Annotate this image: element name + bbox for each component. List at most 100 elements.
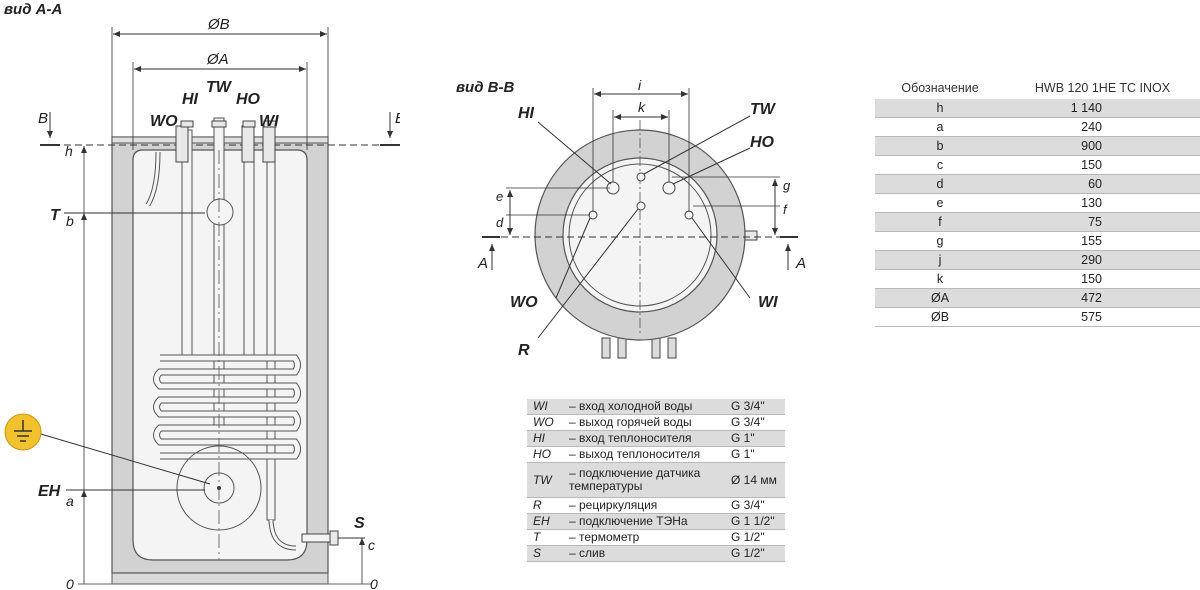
legend-desc: – подключение ТЭНа (569, 513, 727, 530)
dimension-symbol: ØB (875, 307, 1005, 327)
dimensions-table-header: Обозначение HWB 120 1HE TC INOX (875, 77, 1200, 99)
side-view-title: вид A-A (4, 1, 62, 18)
section-label-a-left: A (477, 255, 488, 272)
legend-desc: – вход теплоносителя (569, 430, 727, 447)
dimension-value: 575 (1005, 307, 1200, 327)
dimension-value: 472 (1005, 288, 1200, 308)
pipe-caps (175, 120, 277, 163)
height-label-a: a (66, 493, 74, 509)
legend-desc: – выход теплоносителя (569, 446, 727, 463)
height-label-b: b (66, 213, 74, 229)
legend-desc: – рециркуляция (569, 497, 727, 514)
label-s: S (354, 515, 365, 532)
dim-label-e: e (496, 189, 503, 204)
label-eh: EH (38, 483, 61, 500)
dimension-symbol: d (875, 174, 1005, 194)
label-hi: HI (182, 91, 199, 108)
drain-port-cap (329, 530, 339, 546)
dimension-value: 60 (1005, 174, 1200, 194)
side-view-diagram: вид A-A B B ØB ØA (4, 1, 400, 590)
section-label-b-left: B (38, 110, 48, 127)
dim-label-ob: ØB (207, 16, 230, 33)
label-tw: TW (206, 79, 233, 96)
dimension-value: 900 (1005, 136, 1200, 156)
dimension-symbol: b (875, 136, 1005, 156)
dimension-symbol: h (875, 99, 1005, 118)
legend-size: G 1/2" (727, 545, 785, 562)
legend-size: Ø 14 мм (727, 462, 785, 498)
height-label-zero-left: 0 (66, 576, 74, 590)
dimension-symbol: g (875, 231, 1005, 251)
top-connection-ports (588, 172, 694, 220)
dimension-symbol: f (875, 212, 1005, 232)
label-wo: WO (150, 113, 178, 130)
dimension-symbol: k (875, 269, 1005, 289)
legend-size: G 3/4" (727, 497, 785, 514)
dim-label-k: k (638, 99, 646, 115)
legend-desc: – вход холодной воды (569, 399, 727, 415)
top-label-hi: HI (518, 105, 535, 122)
top-view-diagram: вид B-B A A i k e d (456, 77, 806, 359)
dimension-value: 240 (1005, 117, 1200, 137)
legend-size: G 3/4" (727, 414, 785, 431)
legend-code: WI (527, 399, 569, 415)
height-label-c: c (368, 537, 375, 553)
legend-desc: – выход горячей воды (569, 414, 727, 431)
dim-label-g: g (783, 178, 791, 193)
legend-code: EH (527, 513, 569, 530)
dimension-symbol: ØA (875, 288, 1005, 308)
ground-leader (33, 431, 211, 485)
dimension-value: 75 (1005, 212, 1200, 232)
dimension-value: 150 (1005, 155, 1200, 175)
legend-code: WO (527, 414, 569, 431)
top-label-wi: WI (758, 294, 778, 311)
dimension-value: 150 (1005, 269, 1200, 289)
top-view-legs (601, 337, 677, 359)
legend-desc: – подключение датчика температуры (569, 462, 727, 498)
top-label-tw: TW (750, 101, 777, 118)
dimension-value: 290 (1005, 250, 1200, 270)
legend-size: G 1 1/2" (727, 513, 785, 530)
dimension-value: 155 (1005, 231, 1200, 251)
legend-desc: – термометр (569, 529, 727, 546)
top-leader-lines (537, 115, 751, 339)
header-designation: Обозначение (901, 81, 979, 95)
top-label-ho: HO (750, 134, 775, 151)
thermometer-port (206, 198, 234, 226)
dim-label-d: d (496, 215, 504, 230)
section-label-b-right: B (395, 110, 400, 127)
dim-label-oa: ØA (206, 51, 229, 68)
dimension-symbol: c (875, 155, 1005, 175)
legend-desc: – слив (569, 545, 727, 562)
dimension-value: 130 (1005, 193, 1200, 213)
legend-code: TW (527, 462, 569, 498)
dimension-symbol: a (875, 117, 1005, 137)
legend-code: HO (527, 446, 569, 463)
height-label-h: h (65, 143, 73, 159)
ground-symbol-icon (4, 413, 42, 451)
header-model: HWB 120 1HE TC INOX (1034, 81, 1171, 95)
legend-code: R (527, 497, 569, 514)
dimension-symbol: j (875, 250, 1005, 270)
top-label-wo: WO (510, 294, 538, 311)
heat-exchanger-coil (153, 354, 301, 460)
